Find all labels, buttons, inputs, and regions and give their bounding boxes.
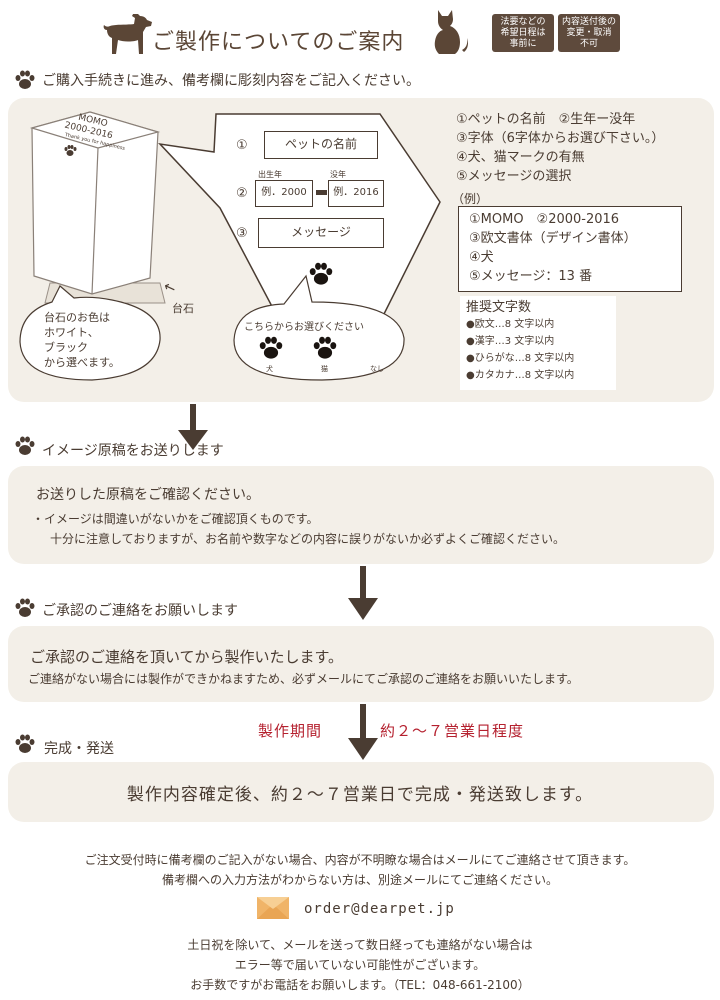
step4-line1: 製作内容確定後、約２〜７営業日で完成・発送致します。: [126, 785, 594, 805]
step2-line1: お送りした原稿をご確認ください。: [36, 487, 260, 503]
footer-line2: 備考欄への入力方法がわからない方は、別途メールにてご連絡ください。: [161, 873, 558, 887]
recommend-box: 推奨文字数 ●欧文…8 文字以内 ●漢字…3 文字以内 ●ひらがな…8 文字以内…: [460, 296, 616, 390]
step2-title: イメージ原稿をお送りします: [42, 443, 224, 459]
notice-badge-no-change: 内容送付後の 変更・取消 不可: [558, 14, 620, 52]
base-label: 台石: [172, 302, 194, 315]
stone-monument: [29, 111, 166, 304]
death-label: 没年: [330, 170, 346, 179]
year-dash: [316, 190, 327, 195]
birth-label: 出生年: [258, 170, 282, 179]
mark-choice-title: こちらからお選びください: [244, 322, 364, 333]
dog-silhouette-icon: [103, 14, 152, 54]
paw-icon: [15, 436, 35, 455]
dog-paw-icon: [259, 336, 283, 359]
footer-line1: ご注文受付時に備考欄のご記入がない場合、内容が不明瞭な場合はメールにてご連絡させ…: [84, 853, 636, 867]
footer-line5: お手数ですがお電話をお願いします。（TEL：048-661-2100）: [190, 978, 530, 992]
paw-icon: [15, 598, 35, 617]
period-label: 製作期間: [258, 722, 323, 740]
step4-panel: [8, 762, 714, 822]
paw-icon: [15, 734, 35, 753]
footer-line3: 土日祝を除いて、メールを送って数日経っても連絡がない場合は: [187, 938, 533, 952]
example-box: ①MOMO ②2000-2016 ③欧文書体（デザイン書体） ④犬 ⑤メッセージ…: [458, 206, 682, 292]
envelope-icon: [257, 897, 289, 919]
step2-line3: 十分に注意しておりますが、お名前や数字などの内容に誤りがないか必ずよくご確認くだ…: [50, 532, 566, 546]
step4-title: 完成・発送: [44, 741, 114, 757]
step3-line2: ご連絡がない場合には製作ができかねますため、必ずメールにてご承認のご連絡をお願い…: [28, 672, 579, 686]
step3-panel: [8, 626, 714, 702]
step1-title: ご購入手続きに進み、備考欄に彫刻内容をご記入ください。: [42, 73, 420, 89]
down-arrow-icon: [348, 704, 378, 760]
cat-silhouette-icon: [434, 10, 468, 54]
birth-year-box: 例．2000: [255, 180, 313, 207]
footer-line4: エラー等で届いていない可能性がございます。: [234, 958, 486, 972]
page-title: ご製作についてのご案内: [152, 30, 405, 55]
example-label: （例）: [452, 192, 489, 206]
form-num-3: ③: [236, 226, 248, 241]
entry-items-list: ①ペットの名前 ②生年ー没年 ③字体（6字体からお選び下さい。） ④犬、猫マーク…: [456, 112, 665, 184]
message-box: メッセージ: [258, 218, 384, 248]
step3-title: ご承認のご連絡をお願いします: [42, 603, 238, 619]
period-value: 約２〜７営業日程度: [380, 722, 525, 740]
mark-none-label: なし: [370, 365, 384, 373]
paw-icon: [15, 70, 35, 89]
down-arrow-icon: [178, 404, 208, 450]
mark-dog-label: 犬: [266, 365, 273, 373]
contact-email[interactable]: order@dearpet.jp: [304, 901, 455, 917]
notice-badge-schedule: 法要などの 希望日程は 事前に: [492, 14, 554, 52]
step2-panel: [8, 466, 714, 564]
paw-icon: [309, 262, 333, 285]
form-num-2: ②: [236, 186, 248, 201]
base-color-bubble: [19, 285, 161, 381]
mark-cat-label: 猫: [321, 365, 328, 373]
base-color-text: 台石のお色は ホワイト、 ブラック から選べます。: [44, 311, 120, 369]
form-num-1: ①: [236, 138, 248, 153]
pet-name-box: ペットの名前: [264, 131, 378, 159]
step2-line2: ・イメージは間違いがないかをご確認頂くものです。: [32, 512, 319, 526]
down-arrow-icon: [348, 566, 378, 620]
cat-paw-icon: [313, 336, 337, 359]
step3-line1: ご承認のご連絡を頂いてから製作いたします。: [30, 648, 344, 666]
death-year-box: 例．2016: [328, 180, 384, 207]
